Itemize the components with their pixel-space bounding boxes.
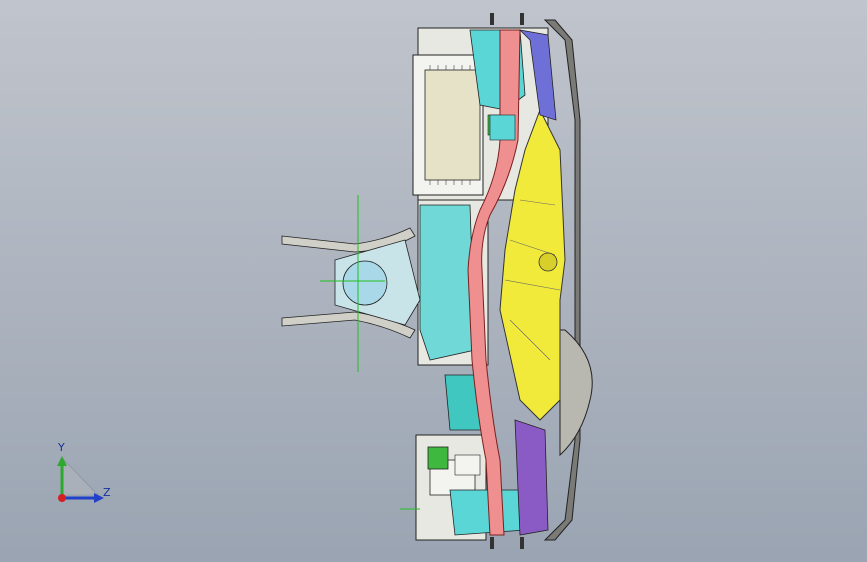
- y-axis-label: Y: [58, 441, 65, 454]
- block-part: [489, 114, 516, 141]
- bolts: [490, 13, 524, 549]
- pink-beam: [467, 29, 521, 536]
- upper-box: [424, 69, 481, 181]
- purple-rib: [514, 419, 549, 536]
- bracket-arm-top: [281, 227, 416, 253]
- block-part-2: [454, 454, 481, 476]
- z-axis-label: Z: [103, 486, 111, 499]
- bracket-hub-disc: [342, 260, 388, 306]
- yellow-panel-ribs: [504, 199, 561, 361]
- green-clip: [427, 446, 449, 470]
- yellow-panel: [499, 108, 566, 421]
- x-axis-icon: [58, 494, 66, 502]
- yellow-panel-hole: [538, 252, 558, 272]
- blue-rib: [518, 29, 557, 121]
- dome-shell: [559, 329, 593, 457]
- outer-shell: [543, 19, 581, 541]
- triad-cone: [61, 457, 99, 496]
- cyan-bracket-mid: [419, 204, 476, 361]
- axis-triad: [57, 456, 104, 503]
